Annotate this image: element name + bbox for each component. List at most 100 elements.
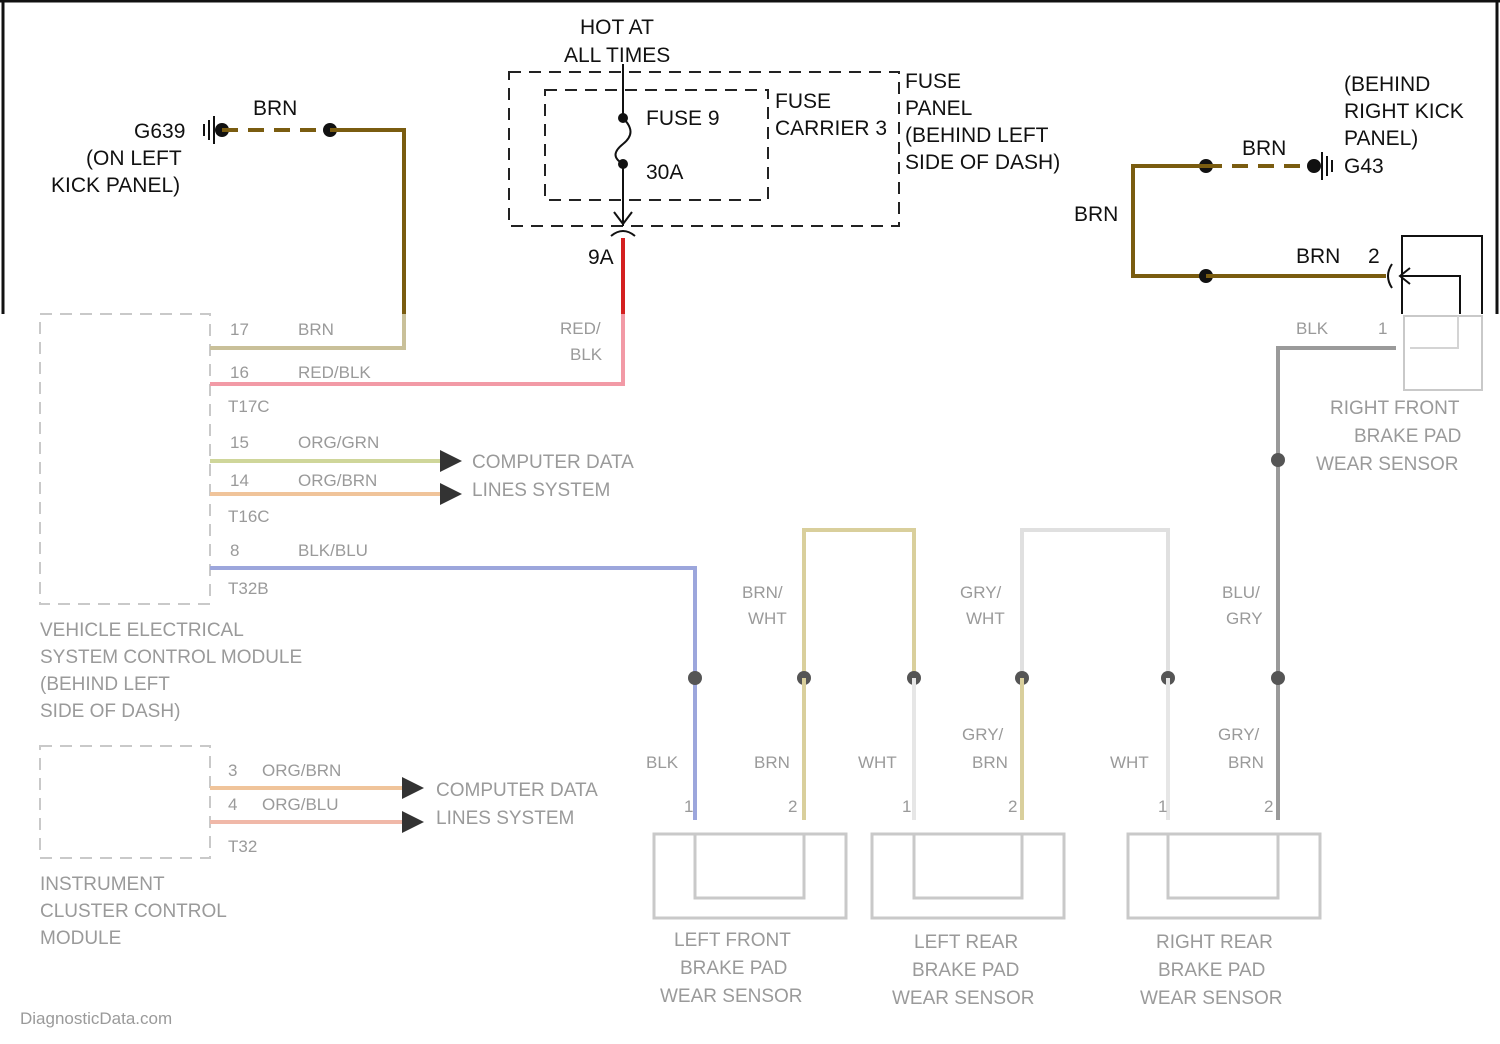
fuse-symbol (616, 118, 631, 164)
wire-gry-wht (1022, 530, 1168, 678)
ground-icon (1322, 152, 1332, 180)
fuse-panel-line4: SIDE OF DASH) (905, 151, 1060, 174)
vesc-wire-8: BLK/BLU (298, 541, 368, 560)
rf-splice (1271, 453, 1285, 467)
ground-icon (204, 116, 214, 144)
g43-terminal (1307, 159, 1321, 173)
connector-t16c: T16C (228, 507, 270, 526)
ground-g43: (BEHIND RIGHT KICK PANEL) G43 BRN BRN BR… (1074, 73, 1482, 314)
icm-label-line1: INSTRUMENT (40, 874, 165, 895)
rf-label-line2: BRAKE PAD (1354, 426, 1461, 447)
g43-wire-sensor-label: BRN (1296, 245, 1340, 268)
icm-pin-4: 4 (228, 795, 237, 814)
rr-label-line2: BRAKE PAD (1158, 960, 1265, 981)
hot-at-all-times-line2: ALL TIMES (564, 44, 670, 67)
watermark: DiagnosticData.com (20, 1009, 172, 1028)
rf-blk-label: BLK (1296, 319, 1329, 338)
lr-gry-label-2: BRN (972, 753, 1008, 772)
gry-wht-label-1: GRY/ (960, 583, 1002, 602)
vesc-pin-8: 8 (230, 541, 239, 560)
arrow-data-2a (402, 777, 424, 799)
red-blk-label-1: RED/ (560, 319, 601, 338)
brn-wht-label-1: BRN/ (742, 583, 783, 602)
lr-wht-label: WHT (858, 753, 897, 772)
rr-gry-label-2: BRN (1228, 753, 1264, 772)
rr-pin-1: 1 (1158, 797, 1167, 816)
rr-pin-2: 2 (1264, 797, 1273, 816)
lf-label-line1: LEFT FRONT (674, 930, 791, 951)
rr-wht-label: WHT (1110, 753, 1149, 772)
wire-brn-g639 (330, 130, 404, 314)
connector-cup (611, 231, 635, 236)
g639-loc-line1: (ON LEFT (86, 147, 182, 170)
fuse-name: FUSE 9 (646, 107, 720, 130)
lr-sensor (872, 834, 1064, 918)
rr-label-line1: RIGHT REAR (1156, 932, 1273, 953)
g43-loc-line3: PANEL) (1344, 127, 1418, 150)
icm-label-line2: CLUSTER CONTROL (40, 901, 227, 922)
lr-label-line1: LEFT REAR (914, 932, 1018, 953)
fuse-rating: 30A (646, 161, 683, 184)
vesc-pin-15: 15 (230, 433, 249, 452)
lf-label-line2: BRAKE PAD (680, 958, 787, 979)
arrow-data-2b (402, 811, 424, 833)
fuse-panel: HOT AT ALL TIMES FUSE 9 30A FUSE CARRIER… (509, 16, 1060, 314)
vesc-label-line1: VEHICLE ELECTRICAL (40, 620, 244, 641)
lf-brn-label: BRN (754, 753, 790, 772)
connector-t17c: T17C (228, 397, 270, 416)
vesc-pin-14: 14 (230, 471, 249, 490)
sensor-pin-2: 2 (1368, 245, 1380, 268)
lr-label-line3: WEAR SENSOR (892, 988, 1035, 1009)
brn-wht-label-2: WHT (748, 609, 787, 628)
lf-label-line3: WEAR SENSOR (660, 986, 803, 1007)
g43-loc-line2: RIGHT KICK (1344, 100, 1464, 123)
fuse-panel-line2: PANEL (905, 97, 972, 120)
lf-sensor (654, 834, 846, 918)
icm-module-box (40, 746, 210, 858)
data-lines-1-line1: COMPUTER DATA (472, 452, 634, 473)
hot-at-all-times-line1: HOT AT (580, 16, 654, 39)
lr-pin-2: 2 (1008, 797, 1017, 816)
arrow-data-1b (440, 483, 462, 505)
rf-sensor-inner-top (1402, 276, 1460, 314)
blu-gry-label-2: GRY (1226, 609, 1263, 628)
splice-rr-gry (1271, 671, 1285, 685)
fuse-panel-box (509, 72, 899, 226)
g43-wire-top-label: BRN (1242, 137, 1286, 160)
vesc-label-line3: (BEHIND LEFT (40, 674, 170, 695)
rr-gry-label-1: GRY/ (1218, 725, 1260, 744)
g43-wire-side-label: BRN (1074, 203, 1118, 226)
wire-brn-g43-side (1133, 166, 1206, 276)
data-lines-2-line1: COMPUTER DATA (436, 780, 598, 801)
vesc-wire-16: RED/BLK (298, 363, 371, 382)
g639-wire-label: BRN (253, 97, 297, 120)
lf-pin-1: 1 (684, 797, 693, 816)
connector-t32b: T32B (228, 579, 269, 598)
vesc-wire-14: ORG/BRN (298, 471, 377, 490)
gry-wht-label-2: WHT (966, 609, 1005, 628)
red-blk-label-2: BLK (570, 345, 603, 364)
g639-id: G639 (134, 120, 185, 143)
rr-label-line3: WEAR SENSOR (1140, 988, 1283, 1009)
g43-id: G43 (1344, 155, 1384, 178)
lf-pin-2: 2 (788, 797, 797, 816)
fuse-panel-line3: (BEHIND LEFT (905, 124, 1049, 147)
faded-region: 17 BRN 16 RED/BLK T17C RED/ BLK 15 ORG/G… (20, 314, 1482, 1028)
lr-pin-1: 1 (902, 797, 911, 816)
data-lines-2-line2: LINES SYSTEM (436, 808, 574, 829)
rf-label-line1: RIGHT FRONT (1330, 398, 1460, 419)
fuse-panel-line1: FUSE (905, 70, 961, 93)
rf-sensor-box (1404, 316, 1482, 390)
icm-pin-3: 3 (228, 761, 237, 780)
fuse-carrier-line2: CARRIER 3 (775, 117, 887, 140)
splice-lf-blk (688, 671, 702, 685)
vesc-pin-17: 17 (230, 320, 249, 339)
lr-label-line2: BRAKE PAD (912, 960, 1019, 981)
rf-pin-1: 1 (1378, 319, 1387, 338)
vesc-wire-15: ORG/GRN (298, 433, 379, 452)
lr-gry-label-1: GRY/ (962, 725, 1004, 744)
vesc-label-line4: SIDE OF DASH) (40, 701, 180, 722)
lf-blk-label: BLK (646, 753, 679, 772)
